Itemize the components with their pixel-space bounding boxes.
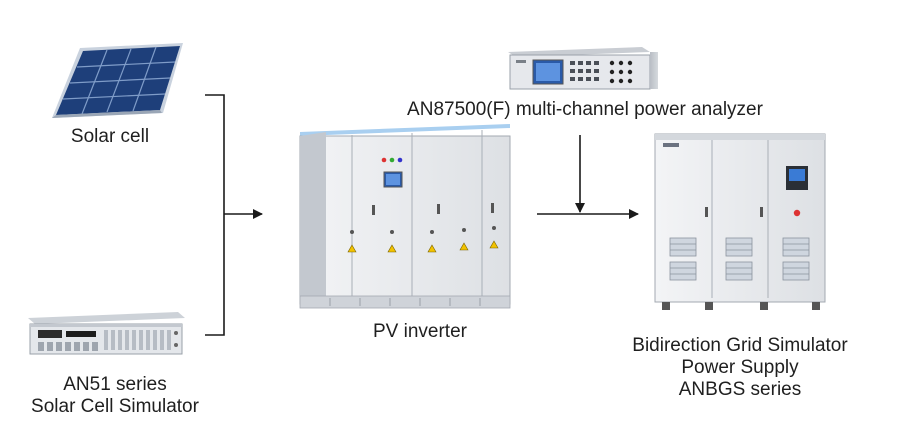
solar-cell-simulator-name: Solar Cell Simulator	[31, 396, 199, 417]
rack-instrument-icon	[28, 312, 185, 355]
input-bracket	[205, 94, 225, 336]
inverter-cabinet-icon	[299, 124, 511, 309]
grid-simulator-name: Bidirection Grid Simulator	[632, 335, 848, 356]
solar-cell-label: Solar cell	[70, 126, 150, 147]
grid-simulator-type: Power Supply	[681, 357, 799, 378]
power-analyzer-icon	[508, 47, 658, 90]
power-analyzer-label: AN87500(F) multi-channel power analyzer	[407, 99, 763, 120]
solar-panel-icon	[52, 43, 183, 118]
grid-simulator-label: Bidirection Grid Simulator Power Supply …	[580, 335, 897, 401]
pv-inverter-label: PV inverter	[373, 321, 467, 342]
grid-simulator-series: ANBGS series	[678, 379, 802, 400]
grid-simulator-cabinet-icon	[654, 133, 826, 310]
solar-cell-simulator-label: AN51 series Solar Cell Simulator	[0, 374, 230, 418]
solar-cell-simulator-series: AN51 series	[63, 374, 167, 395]
